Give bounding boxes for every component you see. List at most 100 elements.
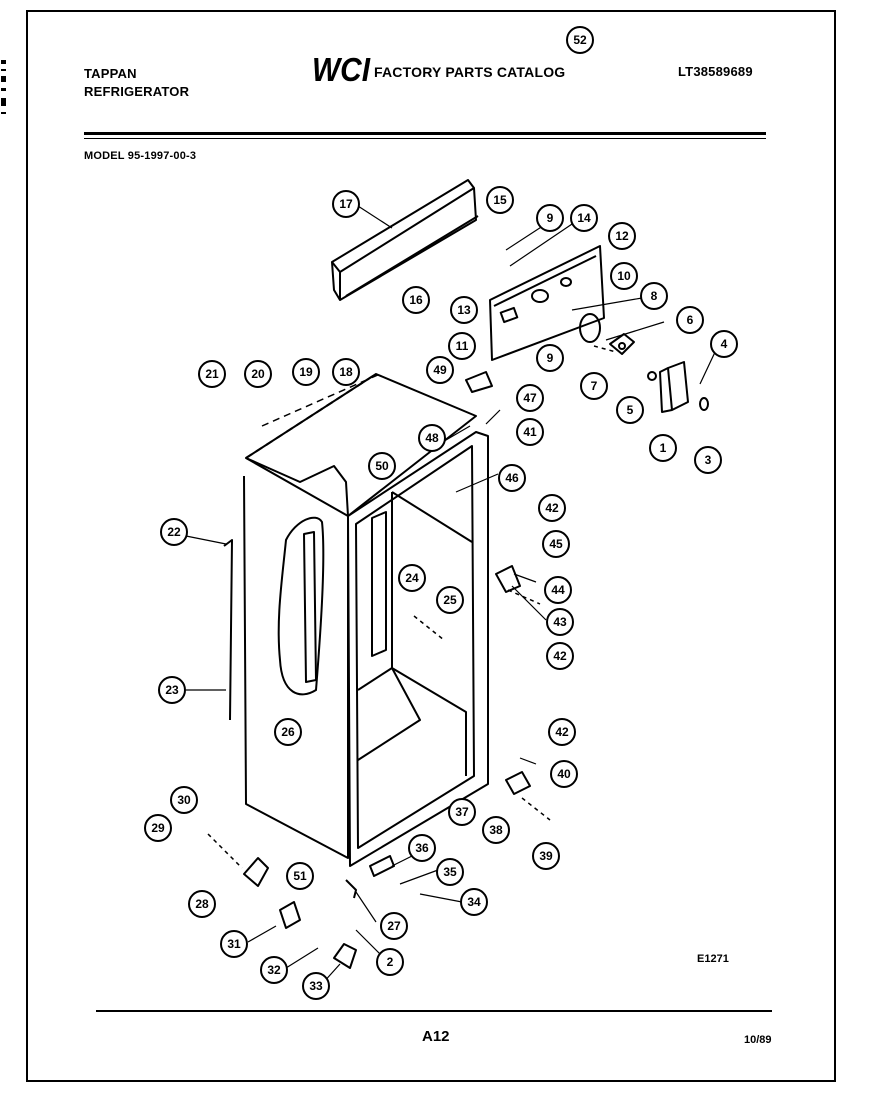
callout-number: 30 <box>177 793 191 807</box>
callout-2: 2 <box>376 948 404 976</box>
callout-number: 35 <box>443 865 457 879</box>
callout-circle <box>286 862 314 890</box>
callout-number: 6 <box>687 313 694 327</box>
callout-number: 22 <box>167 525 181 539</box>
callout-8: 8 <box>640 282 668 310</box>
callout-26: 26 <box>274 718 302 746</box>
callout-43: 43 <box>546 608 574 636</box>
callout-circle <box>550 760 578 788</box>
callout-number: 15 <box>493 193 507 207</box>
callout-6: 6 <box>676 306 704 334</box>
callout-circle <box>260 956 288 984</box>
callout-circle <box>694 446 722 474</box>
callout-number: 28 <box>195 897 209 911</box>
callout-4: 4 <box>710 330 738 358</box>
callout-34: 34 <box>460 888 488 916</box>
callout-32: 32 <box>260 956 288 984</box>
callout-number: 49 <box>433 363 447 377</box>
callout-52: 52 <box>566 26 594 54</box>
page-number: A12 <box>422 1028 450 1045</box>
callout-number: 42 <box>553 649 567 663</box>
model-number: MODEL 95-1997-00-3 <box>84 150 197 162</box>
callout-circle <box>368 452 396 480</box>
callout-circle <box>418 424 446 452</box>
callout-circle <box>380 912 408 940</box>
callout-40: 40 <box>550 760 578 788</box>
callout-41: 41 <box>516 418 544 446</box>
footer-rule <box>96 1010 772 1012</box>
callout-3: 3 <box>694 446 722 474</box>
callout-number: 14 <box>577 211 591 225</box>
callout-21: 21 <box>198 360 226 388</box>
callout-circle <box>436 586 464 614</box>
callout-47: 47 <box>516 384 544 412</box>
wci-logo-text: WCI <box>312 52 371 86</box>
callout-number: 10 <box>617 269 631 283</box>
callout-number: 23 <box>165 683 179 697</box>
callout-number: 38 <box>489 823 503 837</box>
callout-number: 46 <box>505 471 519 485</box>
header-rule-thin <box>84 138 766 139</box>
callout-circle <box>516 418 544 446</box>
callout-circle <box>426 356 454 384</box>
callout-number: 32 <box>267 963 281 977</box>
callout-circle <box>460 888 488 916</box>
callout-16: 16 <box>402 286 430 314</box>
callout-29: 29 <box>144 814 172 842</box>
callout-25: 25 <box>436 586 464 614</box>
callout-33: 33 <box>302 972 330 1000</box>
callout-42: 42 <box>546 642 574 670</box>
callout-35: 35 <box>436 858 464 886</box>
callout-circle <box>408 834 436 862</box>
callout-number: 5 <box>627 403 634 417</box>
callout-number: 16 <box>409 293 423 307</box>
callout-circle <box>616 396 644 424</box>
callout-circle <box>450 296 478 324</box>
callout-36: 36 <box>408 834 436 862</box>
callout-circle <box>710 330 738 358</box>
callout-circle <box>676 306 704 334</box>
callout-circle <box>538 494 566 522</box>
callout-circle <box>398 564 426 592</box>
callout-number: 45 <box>549 537 563 551</box>
callout-20: 20 <box>244 360 272 388</box>
callout-circle <box>544 576 572 604</box>
figure-code: E1271 <box>697 953 729 965</box>
callout-number: 40 <box>557 767 571 781</box>
callout-circle <box>188 890 216 918</box>
callout-circle <box>516 384 544 412</box>
brand-line-1: TAPPAN <box>84 66 137 81</box>
callout-labels: 1234567899101112131415161718192021222324… <box>144 26 738 1000</box>
callout-7: 7 <box>580 372 608 400</box>
callout-37: 37 <box>448 798 476 826</box>
revision-date: 10/89 <box>744 1034 772 1046</box>
callout-42: 42 <box>548 718 576 746</box>
callout-circle <box>640 282 668 310</box>
callout-number: 47 <box>523 391 537 405</box>
callout-10: 10 <box>610 262 638 290</box>
callout-number: 52 <box>573 33 587 47</box>
callout-circle <box>498 464 526 492</box>
callout-5: 5 <box>616 396 644 424</box>
callout-circle <box>482 816 510 844</box>
callout-28: 28 <box>188 890 216 918</box>
callout-30: 30 <box>170 786 198 814</box>
callout-42: 42 <box>538 494 566 522</box>
callout-circle <box>220 930 248 958</box>
callout-circle <box>170 786 198 814</box>
callout-circle <box>376 948 404 976</box>
callout-circle <box>570 204 598 232</box>
callout-number: 31 <box>227 937 241 951</box>
callout-number: 36 <box>415 841 429 855</box>
callout-circle <box>610 262 638 290</box>
callout-1: 1 <box>649 434 677 462</box>
callout-44: 44 <box>544 576 572 604</box>
callout-circle <box>536 344 564 372</box>
callout-9: 9 <box>536 204 564 232</box>
callout-number: 12 <box>615 229 629 243</box>
header-rule-thick <box>84 132 766 135</box>
brand-line-2: REFRIGERATOR <box>84 84 190 99</box>
callout-number: 27 <box>387 919 401 933</box>
callout-46: 46 <box>498 464 526 492</box>
callout-45: 45 <box>542 530 570 558</box>
